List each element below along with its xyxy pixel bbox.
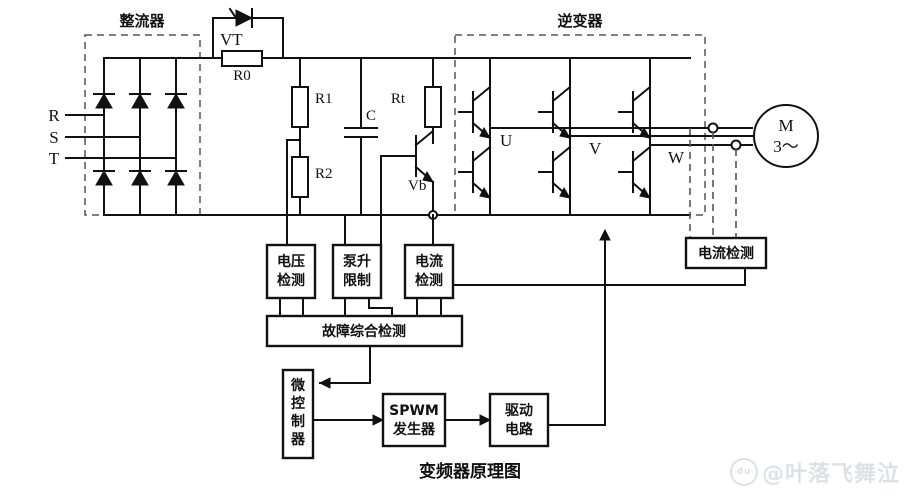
vb-base-drive-wire <box>380 155 397 249</box>
resistor-r2 <box>291 156 309 198</box>
drive-line2: 电路 <box>505 421 534 438</box>
block-spwm-generator[interactable] <box>381 392 447 448</box>
spwm-line2: 发生器 <box>392 421 436 438</box>
label-r1: R1 <box>315 91 333 107</box>
label-rt: Rt <box>391 91 406 107</box>
label-output-w: W <box>668 148 685 167</box>
label-vb: Vb <box>408 178 426 194</box>
block-mcu[interactable] <box>281 368 315 460</box>
igbt-u-lower <box>458 145 492 200</box>
label-phase-t: T <box>49 149 60 168</box>
current-detect-ac-label: 电流检测 <box>698 245 754 262</box>
rectifier-diode-upper-3 <box>165 92 187 109</box>
voltage-detect-line2: 检测 <box>277 272 305 289</box>
block-current-detect-dc[interactable] <box>403 243 455 300</box>
current-detect-dc-line1: 电流 <box>415 253 443 270</box>
arrowhead-drive-to-inverter <box>599 228 611 241</box>
resistor-r0 <box>221 50 263 67</box>
mcu-char-2: 控 <box>291 395 305 412</box>
rectifier-diode-upper-2 <box>129 92 151 109</box>
igbt-u-upper <box>458 85 492 140</box>
block-current-detect-ac[interactable] <box>684 236 768 270</box>
igbt-v-upper <box>538 85 572 140</box>
rectifier-diode-lower-2 <box>129 169 151 186</box>
arrowhead-fault-to-mcu <box>318 377 331 389</box>
mcu-char-3: 制 <box>291 413 305 430</box>
rectifier-diode-lower-1 <box>93 169 115 186</box>
wire-fault-to-mcu <box>319 345 371 384</box>
label-r2: R2 <box>315 166 333 182</box>
label-phase-s: S <box>49 128 58 147</box>
label-r0: R0 <box>233 68 251 84</box>
ct-sense-point-u <box>707 122 719 134</box>
vt-thyristor-symbol <box>228 7 254 28</box>
motor-letter: M <box>778 116 793 135</box>
mcu-char-1: 微 <box>290 377 306 394</box>
block-fault-detect[interactable] <box>265 314 464 348</box>
wire-ct-block-to-fault <box>452 267 746 286</box>
fault-detect-label: 故障综合检测 <box>322 323 406 340</box>
voltage-detect-line1: 电压 <box>277 253 305 270</box>
voltage-tap-wire <box>286 139 301 249</box>
inverter-section-label: 逆变器 <box>557 12 603 30</box>
pump-limit-line2: 限制 <box>343 272 371 289</box>
arrowhead-mcu-to-spwm <box>372 414 385 426</box>
resistor-rt <box>424 86 442 128</box>
motor-phase-label: 3〜 <box>773 137 799 156</box>
block-voltage-detect[interactable] <box>265 243 317 300</box>
rectifier-diode-lower-3 <box>165 169 187 186</box>
block-pump-limit[interactable] <box>331 243 383 300</box>
label-phase-r: R <box>48 106 60 125</box>
igbt-w-lower <box>618 145 652 200</box>
spwm-line1: SPWM <box>389 403 439 419</box>
mcu-char-4: 器 <box>290 432 306 448</box>
current-detect-dc-line2: 检测 <box>415 272 443 289</box>
label-output-u: U <box>500 131 512 150</box>
arrowhead-spwm-to-drive <box>479 414 492 426</box>
motor-symbol <box>753 104 819 168</box>
igbt-v-lower <box>538 145 572 200</box>
label-vt: VT <box>220 30 243 49</box>
label-c: C <box>366 108 376 124</box>
label-output-v: V <box>589 139 602 158</box>
pump-limit-line1: 泵升 <box>343 253 371 270</box>
diagram-title: 变频器原理图 <box>419 461 521 482</box>
rectifier-section-label: 整流器 <box>119 12 165 30</box>
wire-pump2-to-fault <box>368 297 393 317</box>
wire-drive-to-inverter <box>547 237 606 426</box>
transistor-vb <box>395 129 435 216</box>
block-drive-circuit[interactable] <box>488 392 550 448</box>
resistor-r1 <box>291 86 309 128</box>
rectifier-diode-upper-1 <box>93 92 115 109</box>
drive-line1: 驱动 <box>505 402 533 419</box>
ct-sense-point-w <box>730 139 742 151</box>
